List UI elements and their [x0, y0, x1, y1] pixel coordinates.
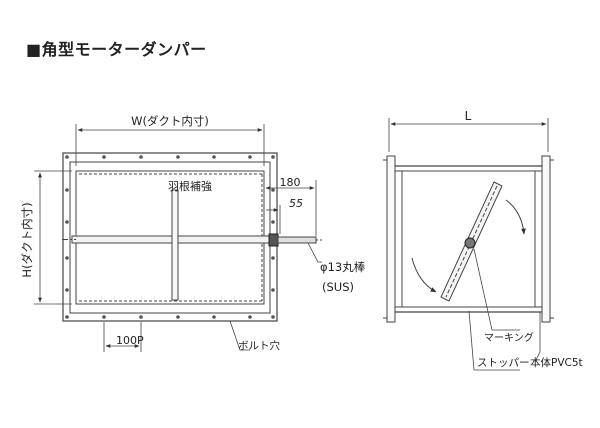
width-label: W(ダクト内寸): [131, 114, 209, 128]
side-flange-left: [386, 155, 396, 323]
bolt-hole-label: ボルト穴: [238, 339, 280, 352]
rod-material-label: (SUS): [322, 280, 354, 294]
dim-180-label: 180: [280, 176, 301, 189]
length-label: L: [465, 109, 472, 123]
stopper-label: ストッパー: [477, 357, 530, 369]
stopper-leader: [468, 310, 520, 371]
front-view: [62, 152, 322, 322]
width-dimension: [75, 124, 265, 166]
damper-shaft: [71, 235, 271, 244]
marking-leader: [473, 248, 520, 331]
rod-label: φ13丸棒: [320, 260, 366, 274]
side-flange-right: [541, 155, 551, 323]
blade-pivot: [464, 237, 476, 249]
blade-reinforcement-rib: [171, 189, 179, 301]
rotation-arrow-upper: [505, 199, 526, 235]
dim-55-label: 55: [289, 197, 303, 210]
rib-label: 羽根補強: [168, 179, 212, 193]
body-leader: [534, 312, 541, 363]
page-title: ■角型モーターダンパー: [26, 40, 207, 59]
shaft-dimensions: [265, 180, 317, 236]
length-dimension: [388, 118, 549, 152]
height-dimension: [34, 170, 72, 305]
rotation-arrow-lower: [411, 257, 437, 293]
bolt-hole-leader: [229, 320, 250, 351]
shaft-rod: [277, 236, 317, 244]
side-view: [383, 155, 554, 323]
side-leaders: [468, 248, 541, 371]
marking-label: マーキング: [484, 331, 534, 344]
rod-leader: [307, 242, 322, 263]
body-label: 本体PVC5t: [530, 356, 583, 369]
pitch-dimension: [103, 322, 142, 352]
pitch-label: 100P: [116, 334, 144, 347]
actuator-hub: [268, 233, 279, 247]
height-label: H(ダクト内寸): [20, 202, 34, 277]
